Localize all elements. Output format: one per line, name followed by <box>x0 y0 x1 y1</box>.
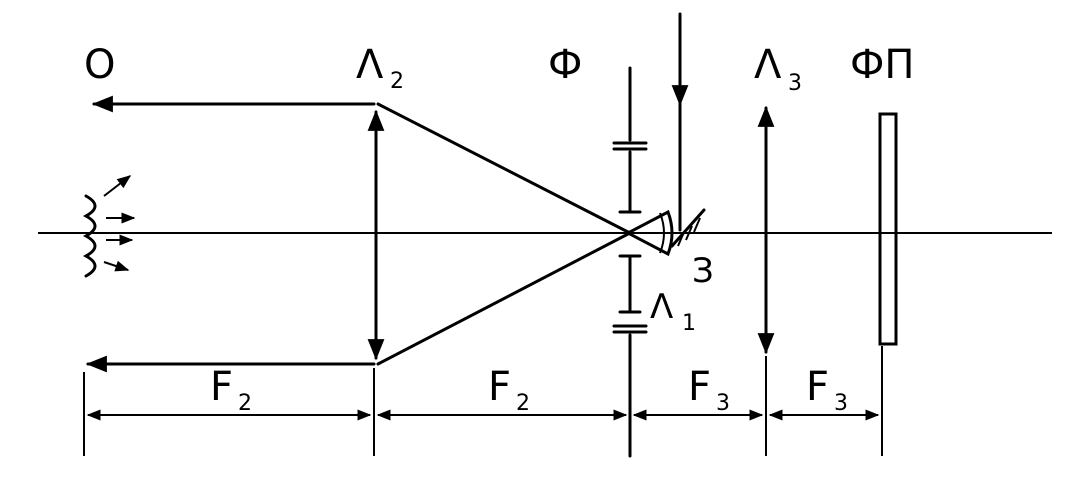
label-lens1-sub: 1 <box>682 311 696 336</box>
object-surface <box>82 175 136 278</box>
photo-receiver-plate <box>878 112 898 346</box>
label-photo-receiver: ФП <box>850 42 915 88</box>
mirror-element <box>670 208 706 248</box>
label-filter: Ф <box>548 42 582 88</box>
label-object: О <box>84 42 115 88</box>
dim-label-f2-first: F <box>210 364 233 410</box>
label-mirror: З <box>692 251 714 291</box>
label-lens2-sub: 2 <box>390 69 404 94</box>
filter-stop <box>612 66 648 458</box>
dim-label-f2-first-sub: 2 <box>238 391 252 416</box>
label-lens3: Λ <box>754 42 782 88</box>
dim-label-f2-second: F <box>488 364 511 410</box>
dim-label-f3-first: F <box>688 364 711 410</box>
label-lens2: Λ <box>356 42 384 88</box>
label-lens3-sub: 3 <box>788 71 802 96</box>
dim-label-f3-second: F <box>806 364 829 410</box>
beam-upper-converge <box>376 102 630 234</box>
dim-label-f2-second-sub: 2 <box>516 391 530 416</box>
beam-lower-converge <box>376 232 630 366</box>
label-lens1: Λ <box>650 287 673 327</box>
focus-cone <box>624 209 674 257</box>
dim-label-f3-second-sub: 3 <box>834 391 848 416</box>
dim-label-f3-first-sub: 3 <box>716 391 730 416</box>
